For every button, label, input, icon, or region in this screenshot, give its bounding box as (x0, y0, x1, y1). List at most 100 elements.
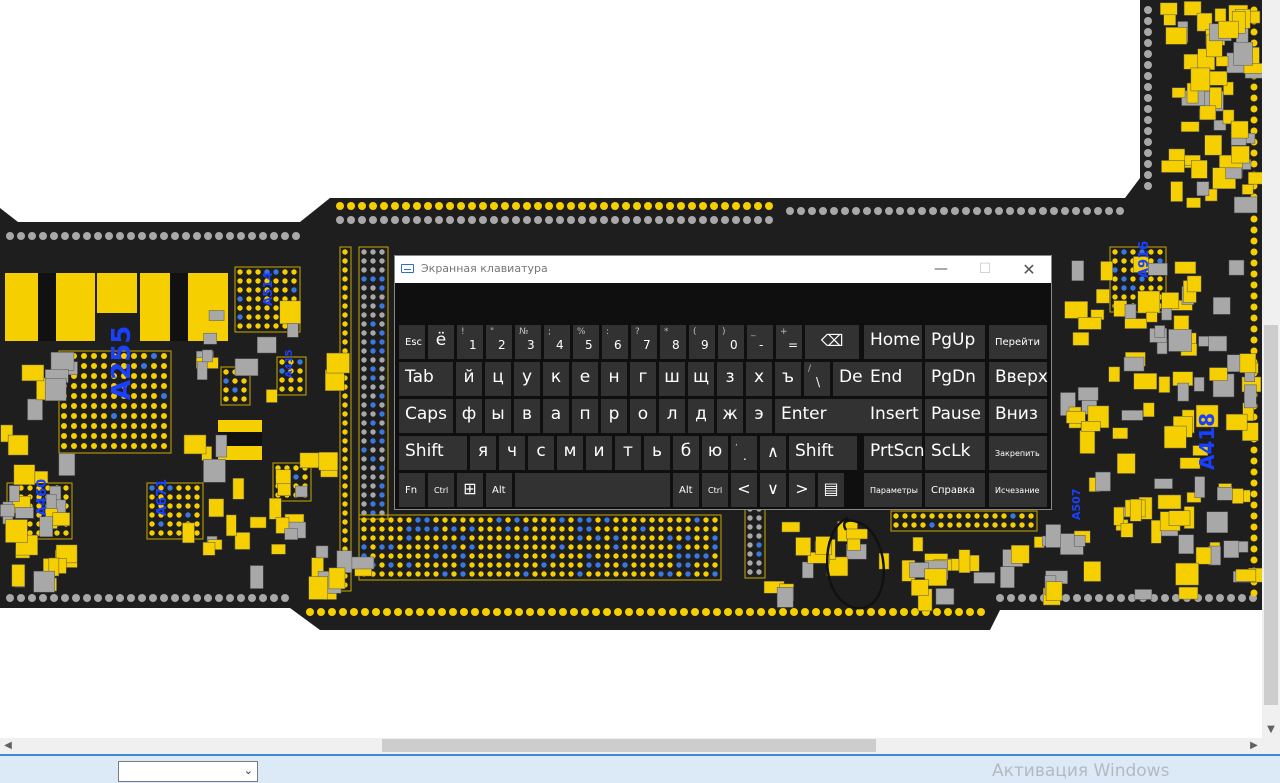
pad (504, 608, 512, 616)
vertical-scroll-thumb[interactable] (1264, 325, 1278, 705)
key-parametry[interactable]: Параметры (864, 473, 922, 507)
key-m3[interactable]: м (557, 436, 583, 470)
key-arrow-down[interactable]: ∨ (760, 473, 786, 507)
key-ischezanie[interactable]: Исчезание (989, 473, 1047, 507)
key-ya3[interactable]: я (470, 436, 496, 470)
key-enter[interactable]: Enter (775, 399, 864, 433)
key-s3[interactable]: с (528, 436, 554, 470)
key-u1[interactable]: у (514, 362, 540, 396)
passive (1148, 263, 1168, 276)
key-ctrl-left[interactable]: Ctrl (428, 473, 454, 507)
key-i3[interactable]: и (586, 436, 612, 470)
key-f2[interactable]: ф (456, 399, 482, 433)
key-d0[interactable]: )0 (718, 325, 744, 359)
key-p2[interactable]: п (572, 399, 598, 433)
key-period[interactable]: ,. (731, 436, 757, 470)
key-sclk[interactable]: ScLk (925, 436, 985, 470)
key-d9[interactable]: (9 (689, 325, 715, 359)
key-d6[interactable]: :6 (602, 325, 628, 359)
key-caps[interactable]: Caps (399, 399, 453, 433)
chevron-down-icon[interactable]: ⌄ (243, 764, 253, 777)
key-d5[interactable]: %5 (573, 325, 599, 359)
key-o2[interactable]: о (630, 399, 656, 433)
key-shift-right[interactable]: Shift (789, 436, 857, 470)
key-r2[interactable]: р (601, 399, 627, 433)
scroll-right-arrow-icon[interactable]: ▶ (1250, 740, 1258, 751)
key-win[interactable]: ⊞ (457, 473, 483, 507)
key-d2[interactable]: "2 (486, 325, 512, 359)
key-t3[interactable]: т (615, 436, 641, 470)
key-g1[interactable]: г (630, 362, 656, 396)
key-z1[interactable]: з (717, 362, 743, 396)
vertical-scrollbar[interactable]: ▼ (1262, 0, 1280, 738)
key-pgup[interactable]: PgUp (925, 325, 985, 359)
key-yo[interactable]: ё (428, 325, 454, 359)
key-ch3[interactable]: ч (499, 436, 525, 470)
key-sh1[interactable]: ш (659, 362, 685, 396)
key-insert[interactable]: Insert (864, 399, 922, 433)
key-vverh[interactable]: Вверх (989, 362, 1048, 396)
key-v2[interactable]: в (514, 399, 540, 433)
key-y2[interactable]: ы (485, 399, 511, 433)
key-space[interactable] (515, 473, 670, 507)
key-tab[interactable]: Tab (399, 362, 453, 396)
key-b3[interactable]: б (673, 436, 699, 470)
key-k1[interactable]: к (543, 362, 569, 396)
key-ctrl-right[interactable]: Ctrl (702, 473, 728, 507)
scroll-down-arrow-icon[interactable]: ▼ (1267, 724, 1275, 735)
key-yu3[interactable]: ю (702, 436, 728, 470)
key-backslash[interactable]: /\ (804, 362, 830, 396)
key-vniz[interactable]: Вниз (989, 399, 1047, 433)
key-hard1[interactable]: ъ (775, 362, 801, 396)
key-zh2[interactable]: ж (717, 399, 743, 433)
key-equals[interactable]: += (776, 325, 802, 359)
key-zakrepit[interactable]: Закрепить (989, 436, 1047, 470)
key-d7[interactable]: ?7 (631, 325, 657, 359)
key-alt-left[interactable]: Alt (486, 473, 512, 507)
key-arrow-left[interactable]: < (731, 473, 757, 507)
key-perejti[interactable]: Перейти (989, 325, 1047, 359)
key-esc[interactable]: Esc (399, 325, 425, 359)
key-d8[interactable]: *8 (660, 325, 686, 359)
pad (658, 608, 666, 616)
key-h1[interactable]: х (746, 362, 772, 396)
osk-title-bar[interactable]: Экранная клавиатура — ☐ ✕ (395, 256, 1051, 283)
key-arrow-up[interactable]: ∧ (760, 436, 786, 470)
key-e1[interactable]: е (572, 362, 598, 396)
key-sch1[interactable]: щ (688, 362, 714, 396)
key-pause[interactable]: Pause (925, 399, 985, 433)
key-l2[interactable]: л (659, 399, 685, 433)
minimize-button[interactable]: — (934, 261, 948, 277)
key-y1[interactable]: й (456, 362, 482, 396)
key-prtscn[interactable]: PrtScn (864, 436, 925, 470)
key-backspace[interactable]: ⌫ (805, 325, 859, 359)
key-c1[interactable]: ц (485, 362, 511, 396)
scroll-left-arrow-icon[interactable]: ◀ (4, 740, 12, 751)
close-button[interactable]: ✕ (1022, 260, 1036, 279)
key-a2[interactable]: а (543, 399, 569, 433)
key-soft3[interactable]: ь (644, 436, 670, 470)
key-pgdn[interactable]: PgDn (925, 362, 985, 396)
horizontal-scrollbar[interactable]: ◀ ▶ (0, 738, 1262, 754)
key-d2k[interactable]: д (688, 399, 714, 433)
key-arrow-right[interactable]: > (789, 473, 815, 507)
horizontal-scroll-thumb[interactable] (382, 739, 876, 752)
bga-ball (141, 363, 147, 369)
pad (614, 608, 622, 616)
maximize-button[interactable]: ☐ (978, 261, 992, 277)
key-fn[interactable]: Fn (399, 473, 425, 507)
layer-dropdown[interactable]: ⌄ (118, 761, 258, 782)
key-home[interactable]: Home (864, 325, 922, 359)
key-spravka[interactable]: Справка (925, 473, 985, 507)
key-d1[interactable]: !1 (457, 325, 483, 359)
key-end[interactable]: End (864, 362, 922, 396)
key-shift-left[interactable]: Shift (399, 436, 467, 470)
key-menu[interactable]: ▤ (818, 473, 844, 507)
key-minus[interactable]: _- (747, 325, 773, 359)
key-ee2[interactable]: э (746, 399, 772, 433)
key-alt-right[interactable]: Alt (673, 473, 699, 507)
key-n1[interactable]: н (601, 362, 627, 396)
key-d4[interactable]: ;4 (544, 325, 570, 359)
